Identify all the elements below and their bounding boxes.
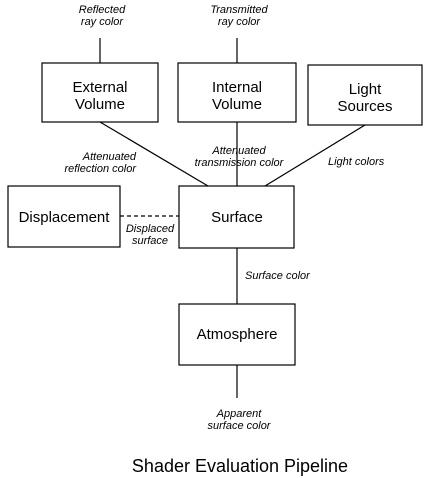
surface-label: Surface [211, 209, 263, 226]
light-sources-label-2: Sources [337, 98, 392, 115]
attenuated-reflection-color-label-1: Attenuated [82, 151, 137, 163]
surface-box [178, 185, 295, 249]
apparent-surface-color-label-1: Apparent [216, 408, 263, 420]
attenuated-transmission-color-label-1: Attenuated [211, 145, 266, 157]
surface-color-label: Surface color [245, 270, 311, 282]
atmosphere-box [178, 303, 296, 366]
internal-volume-label-1: Internal [212, 79, 262, 96]
attenuated-reflection-color-label-2: reflection color [64, 163, 137, 175]
apparent-surface-color-label-2: surface color [208, 420, 272, 432]
internal-volume-label-2: Volume [212, 96, 262, 113]
diagram-title: Shader Evaluation Pipeline [132, 456, 348, 476]
light-sources-box [307, 64, 423, 126]
internal-volume-box [177, 62, 297, 123]
transmitted-ray-color-label-1: Transmitted [210, 4, 268, 16]
reflected-ray-color-label-2: ray color [81, 16, 125, 28]
external-volume-box [41, 62, 159, 123]
displacement-box [7, 185, 121, 248]
displacement-label: Displacement [19, 209, 111, 226]
edge-lights-to-surface [264, 124, 366, 187]
displaced-surface-label-2: surface [132, 235, 168, 247]
atmosphere-label: Atmosphere [197, 326, 278, 343]
external-volume-label-2: Volume [75, 96, 125, 113]
light-sources-label-1: Light [349, 81, 382, 98]
light-colors-label: Light colors [328, 156, 385, 168]
transmitted-ray-color-label-2: ray color [218, 16, 262, 28]
displaced-surface-label-1: Displaced [126, 223, 175, 235]
external-volume-label-1: External [72, 79, 127, 96]
reflected-ray-color-label-1: Reflected [79, 4, 126, 16]
attenuated-transmission-color-label-2: transmission color [195, 157, 285, 169]
edge-external-to-surface [99, 121, 209, 187]
